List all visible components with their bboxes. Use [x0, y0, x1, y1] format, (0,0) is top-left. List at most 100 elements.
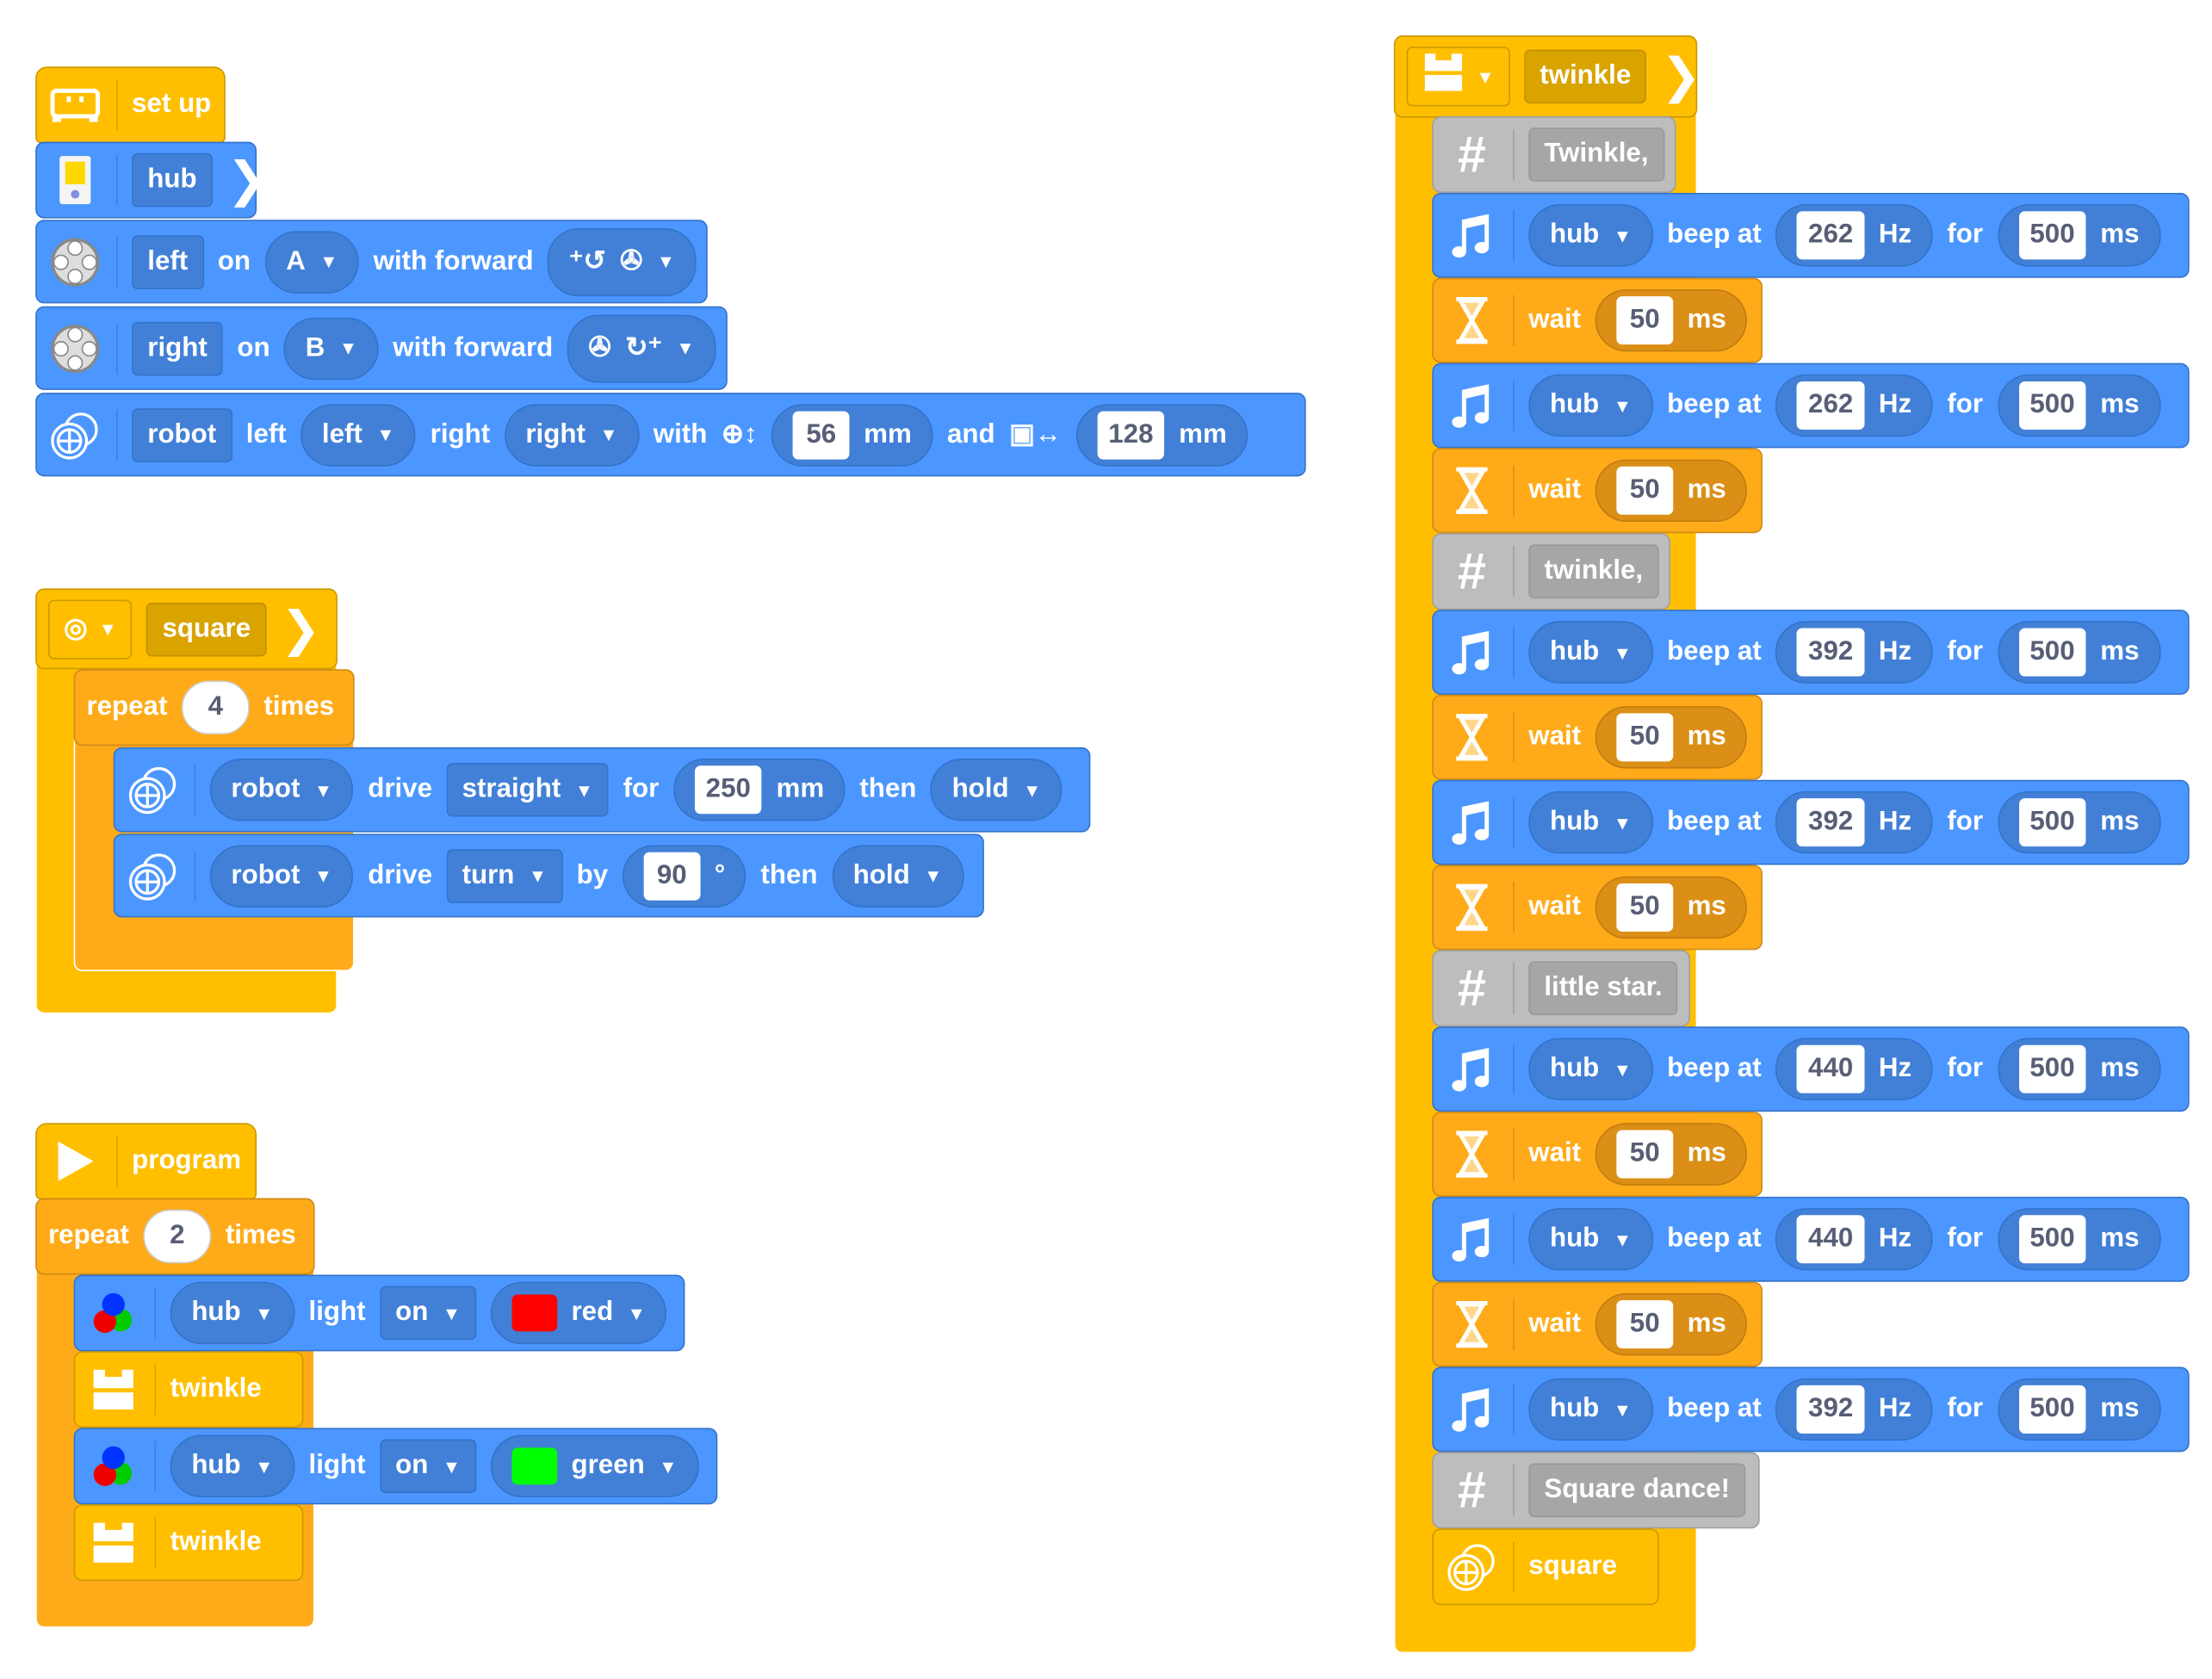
- light-state-dropdown[interactable]: on▼: [380, 1439, 477, 1494]
- wheel-diameter-input[interactable]: 56: [792, 410, 850, 459]
- frequency-input[interactable]: 440: [1796, 1215, 1865, 1264]
- duration-input[interactable]: 500: [2018, 381, 2086, 430]
- right-motor-variable[interactable]: right: [132, 321, 223, 375]
- drive-mode-dropdown[interactable]: straight▼: [446, 762, 610, 817]
- hub-dropdown[interactable]: hub▼: [1528, 621, 1653, 684]
- hub-dropdown[interactable]: hub▼: [1528, 1038, 1653, 1100]
- repeat-count-input[interactable]: 4: [181, 680, 250, 735]
- hub-dropdown[interactable]: hub▼: [170, 1281, 295, 1345]
- task-type-dropdown[interactable]: ◎▼: [47, 598, 133, 659]
- comment-text[interactable]: little star.: [1528, 961, 1678, 1016]
- right-motor-dropdown[interactable]: right▼: [504, 403, 640, 466]
- wait-input[interactable]: 50: [1616, 466, 1674, 515]
- duration-input[interactable]: 500: [2018, 1044, 2086, 1094]
- chevron-right-icon[interactable]: ❯: [226, 152, 268, 208]
- frequency-input[interactable]: 262: [1796, 381, 1865, 430]
- left-motor-dropdown[interactable]: left▼: [301, 403, 417, 466]
- square-definition-hat[interactable]: ◎▼ square ❯: [35, 588, 338, 670]
- left-motor-variable[interactable]: left: [132, 234, 204, 289]
- twinkle-call-block[interactable]: twinkle: [73, 1351, 304, 1428]
- axle-track-input[interactable]: 128: [1097, 410, 1165, 459]
- light-green-block[interactable]: hub▼ light on▼ green▼: [73, 1428, 718, 1505]
- direction-dropdown[interactable]: ⁺↺✇▼: [548, 227, 697, 296]
- drive-turn-block[interactable]: robot▼ drive turn▼ by 90° then hold▼: [113, 833, 984, 918]
- chevron-right-icon[interactable]: ❯: [1660, 49, 1701, 104]
- robot-dropdown[interactable]: robot▼: [209, 759, 354, 821]
- angle-input[interactable]: 90: [643, 851, 701, 900]
- color-dropdown[interactable]: green▼: [490, 1434, 699, 1498]
- stop-mode-dropdown[interactable]: hold▼: [930, 759, 1063, 821]
- distance-input[interactable]: 250: [694, 765, 763, 815]
- chevron-right-icon[interactable]: ❯: [280, 602, 321, 656]
- setup-hat-block[interactable]: set up: [35, 66, 226, 144]
- twinkle-call-block[interactable]: twinkle: [73, 1504, 304, 1582]
- robot-setup-block[interactable]: robot left left▼ right right▼ with ⊕↕ 56…: [35, 393, 1306, 477]
- robot-variable[interactable]: robot: [132, 407, 232, 462]
- left-motor-setup-block[interactable]: left on A▼ with forward ⁺↺✇▼: [35, 220, 708, 304]
- repeat-block[interactable]: repeat 2 times: [35, 1198, 315, 1275]
- hub-setup-block[interactable]: hub ❯: [35, 141, 267, 219]
- wait-input[interactable]: 50: [1616, 713, 1674, 762]
- program-hat-block[interactable]: program: [35, 1123, 257, 1200]
- wait-input[interactable]: 50: [1616, 883, 1674, 932]
- hub-dropdown[interactable]: hub▼: [1528, 1208, 1653, 1271]
- hub-dropdown[interactable]: hub▼: [1528, 204, 1653, 267]
- hub-dropdown[interactable]: hub▼: [170, 1434, 295, 1498]
- frequency-input[interactable]: 392: [1796, 1385, 1865, 1434]
- comment-text[interactable]: twinkle,: [1528, 544, 1659, 598]
- direction-dropdown[interactable]: ✇↻⁺▼: [567, 313, 716, 382]
- twinkle-definition-hat[interactable]: ▼ twinkle ❯: [1393, 35, 1701, 118]
- hub-dropdown[interactable]: hub▼: [1528, 374, 1653, 437]
- comment-block[interactable]: #twinkle,: [1432, 533, 1670, 610]
- stop-mode-dropdown[interactable]: hold▼: [831, 844, 964, 908]
- angle-field[interactable]: 90°: [622, 844, 747, 908]
- robot-dropdown[interactable]: robot▼: [209, 844, 354, 908]
- frequency-input[interactable]: 392: [1796, 798, 1865, 847]
- frequency-input[interactable]: 440: [1796, 1044, 1865, 1094]
- play-icon[interactable]: [48, 1134, 102, 1188]
- duration-input[interactable]: 500: [2018, 798, 2086, 847]
- light-red-block[interactable]: hub▼ light on▼ red▼: [73, 1274, 685, 1352]
- comment-block[interactable]: #Twinkle,: [1432, 116, 1676, 193]
- duration-input[interactable]: 500: [2018, 1215, 2086, 1264]
- wait-input[interactable]: 50: [1616, 296, 1674, 345]
- task-name-field[interactable]: square: [146, 602, 267, 656]
- duration-input[interactable]: 500: [2018, 1385, 2086, 1434]
- drive-mode-dropdown[interactable]: turn▼: [446, 848, 563, 903]
- port-dropdown[interactable]: A▼: [264, 230, 360, 294]
- square-call-block[interactable]: square: [1432, 1528, 1659, 1606]
- task-type-dropdown[interactable]: ▼: [1406, 46, 1510, 107]
- duration-input[interactable]: 500: [2018, 211, 2086, 260]
- hub-variable[interactable]: hub: [132, 152, 213, 208]
